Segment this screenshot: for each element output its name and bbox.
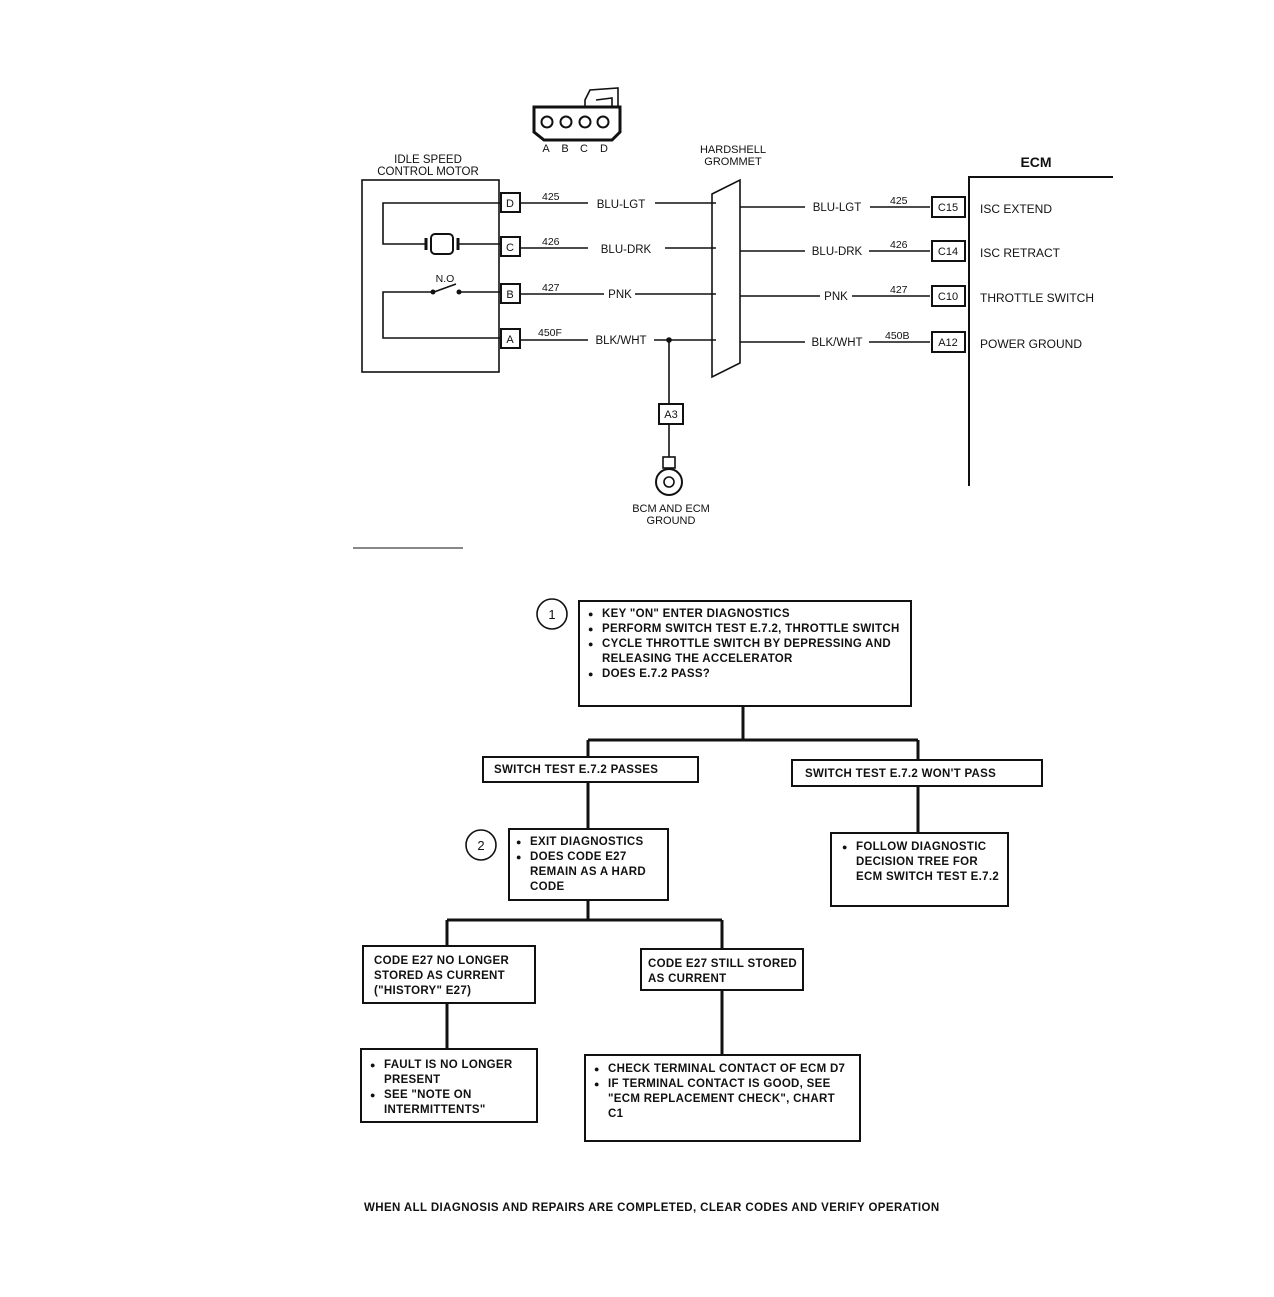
no-longer-label: CODE E27 NO LONGER STORED AS CURRENT ("H… <box>374 955 510 997</box>
still-action-item: IF TERMINAL CONTACT IS GOOD, SEE "ECM RE… <box>592 1077 853 1122</box>
step1-item: PERFORM SWITCH TEST E.7.2, THROTTLE SWIT… <box>586 622 904 637</box>
grommet-label: GROMMET <box>704 156 762 168</box>
wire-color-label: BLU-DRK <box>601 244 652 256</box>
ecm-function-label: ISC RETRACT <box>980 246 1061 260</box>
ground-label: BCM AND ECM <box>632 503 710 515</box>
circuit-number: 425 <box>890 195 908 207</box>
switch-icon <box>433 283 457 293</box>
isc-motor-title: CONTROL MOTOR <box>377 166 479 178</box>
step-number: 1 <box>548 607 555 622</box>
switch-label: N.O <box>436 273 455 285</box>
step1-item: CYCLE THROTTLE SWITCH BY DEPRESSING AND … <box>586 637 904 667</box>
wire-color-label: BLU-LGT <box>813 202 862 214</box>
step-number: 2 <box>477 838 484 853</box>
circuit-number: 450F <box>538 327 562 339</box>
motor-pin-label: D <box>506 198 514 210</box>
still-label: CODE E27 STILL STORED AS CURRENT <box>648 958 798 985</box>
connector-pin-label: B <box>561 143 568 155</box>
grommet-label: HARDSHELL <box>700 144 766 156</box>
ecm-pin-label: C10 <box>938 291 958 303</box>
step1-item: DOES E.7.2 PASS? <box>586 667 904 682</box>
ecm-outline <box>968 176 1113 486</box>
circuit-number: 427 <box>890 284 908 296</box>
ecm-function-label: THROTTLE SWITCH <box>980 291 1094 305</box>
wire-color-label: PNK <box>824 291 848 303</box>
ecm-pin-label: A12 <box>938 337 958 349</box>
circuit-number: 427 <box>542 282 560 294</box>
circuit-number: 425 <box>542 191 560 203</box>
circuit-number: 426 <box>890 239 908 251</box>
no-longer-action-item: FAULT IS NO LONGER PRESENT <box>368 1058 532 1088</box>
ground-label: GROUND <box>647 515 696 527</box>
wire-color-label: BLU-DRK <box>812 246 863 258</box>
step2-item: DOES CODE E27 REMAIN AS A HARD CODE <box>514 850 663 895</box>
still-action-box: CHECK TERMINAL CONTACT OF ECM D7 IF TERM… <box>584 1054 861 1142</box>
splice-label: A3 <box>664 409 677 421</box>
wire-color-label: BLK/WHT <box>811 337 862 349</box>
wire-color-label: BLK/WHT <box>595 335 646 347</box>
ecm-title: ECM <box>1020 154 1051 170</box>
motor-pin-label: A <box>506 334 514 346</box>
ground-icon <box>655 456 683 496</box>
step2-box: EXIT DIAGNOSTICS DOES CODE E27 REMAIN AS… <box>508 828 669 901</box>
connector-icon <box>532 87 622 142</box>
connector-pin-label: A <box>542 143 550 155</box>
step-number-circle <box>536 598 568 630</box>
ecm-pin-label: C14 <box>938 246 958 258</box>
flowchart-connectors <box>445 707 920 1054</box>
no-longer-box: CODE E27 NO LONGER STORED AS CURRENT ("H… <box>362 945 536 1004</box>
fail-box: SWITCH TEST E.7.2 WON'T PASS <box>791 759 1043 787</box>
step2-item: EXIT DIAGNOSTICS <box>514 835 663 850</box>
wire-color-label: PNK <box>608 289 632 301</box>
wire-color-label: BLU-LGT <box>597 199 646 211</box>
fail-action-item: FOLLOW DIAGNOSTIC DECISION TREE FOR ECM … <box>840 840 1001 885</box>
motor-pin-label: B <box>506 289 513 301</box>
motor-icon <box>424 233 460 255</box>
footer-note: WHEN ALL DIAGNOSIS AND REPAIRS ARE COMPL… <box>364 1202 940 1214</box>
grommet-shape <box>711 178 741 379</box>
step-number-circle <box>465 829 497 861</box>
still-box: CODE E27 STILL STORED AS CURRENT <box>640 948 804 991</box>
motor-pin-label: C <box>506 242 514 254</box>
pass-label: SWITCH TEST E.7.2 PASSES <box>494 764 659 776</box>
step1-box: KEY "ON" ENTER DIAGNOSTICS PERFORM SWITC… <box>578 600 912 707</box>
connector-pin-label: C <box>580 143 588 155</box>
step1-item: KEY "ON" ENTER DIAGNOSTICS <box>586 607 904 622</box>
connector-pin-label: D <box>600 143 608 155</box>
pass-box: SWITCH TEST E.7.2 PASSES <box>482 756 699 783</box>
splice-dot <box>666 337 672 343</box>
fail-label: SWITCH TEST E.7.2 WON'T PASS <box>805 768 997 780</box>
circuit-number: 426 <box>542 236 560 248</box>
isc-motor-title: IDLE SPEED <box>394 154 462 166</box>
no-longer-action-box: FAULT IS NO LONGER PRESENT SEE "NOTE ON … <box>360 1048 538 1123</box>
fail-action-box: FOLLOW DIAGNOSTIC DECISION TREE FOR ECM … <box>830 832 1009 907</box>
no-longer-action-item: SEE "NOTE ON INTERMITTENTS" <box>368 1088 532 1118</box>
circuit-number: 450B <box>885 330 910 342</box>
ecm-function-label: ISC EXTEND <box>980 202 1052 216</box>
still-action-item: CHECK TERMINAL CONTACT OF ECM D7 <box>592 1062 853 1077</box>
isc-motor-box <box>361 179 500 373</box>
ecm-pin-label: C15 <box>938 202 958 214</box>
ecm-function-label: POWER GROUND <box>980 337 1082 351</box>
